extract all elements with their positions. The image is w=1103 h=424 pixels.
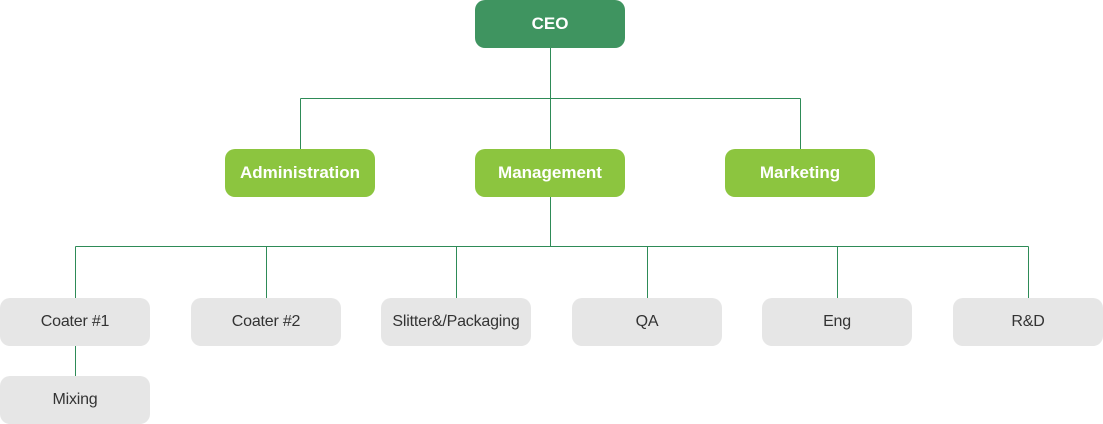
node-eng-label: Eng xyxy=(823,313,851,330)
node-coater1: Coater #1 xyxy=(0,298,150,346)
node-coater2: Coater #2 xyxy=(191,298,341,346)
node-rnd-label: R&D xyxy=(1011,313,1045,330)
node-qa-label: QA xyxy=(635,313,659,330)
node-administration: Administration xyxy=(225,149,375,197)
node-rnd: R&D xyxy=(953,298,1103,346)
node-coater2-label: Coater #2 xyxy=(231,313,301,330)
node-ceo-label: CEO xyxy=(531,14,569,33)
node-qa: QA xyxy=(572,298,722,346)
node-administration-label: Administration xyxy=(240,163,360,182)
node-management-label: Management xyxy=(498,163,602,182)
node-coater1-label: Coater #1 xyxy=(40,313,110,330)
node-ceo: CEO xyxy=(475,0,625,48)
node-mixing: Mixing xyxy=(0,376,150,424)
node-eng: Eng xyxy=(762,298,912,346)
node-slitter-packaging: Slitter&/Packaging xyxy=(381,298,531,346)
node-marketing: Marketing xyxy=(725,149,875,197)
node-slitter-packaging-label: Slitter&/Packaging xyxy=(392,313,520,330)
node-marketing-label: Marketing xyxy=(759,163,841,182)
node-mixing-label: Mixing xyxy=(52,391,98,408)
node-management: Management xyxy=(475,149,625,197)
